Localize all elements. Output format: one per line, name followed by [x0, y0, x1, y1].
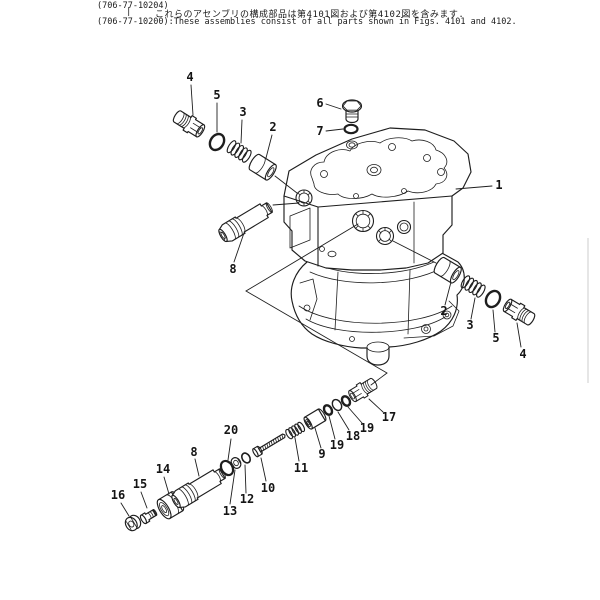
callout-14: 14: [156, 462, 170, 476]
motor-housing-body: [283, 127, 472, 271]
part-plug-17: [348, 377, 378, 403]
threaded-port-left: [295, 189, 313, 207]
leader-lines: [120, 84, 522, 517]
part-oring-5-left: [208, 132, 226, 152]
part-nut-16: [124, 514, 142, 532]
note-japanese: これらのアセンブリの構成部品は第4101図および第4102図を含みます.: [155, 10, 465, 20]
callout-2-right: 2: [440, 304, 447, 318]
callout-10: 10: [261, 481, 275, 495]
callout-19-b: 19: [330, 438, 344, 452]
note-english-line: (706-77-10200):These assemblies consist …: [97, 17, 517, 27]
part-spring-3-left: [226, 140, 252, 163]
shaft-stub: [366, 341, 390, 353]
part-oring-18: [331, 398, 343, 412]
callout-1: 1: [495, 178, 502, 192]
callout-labels: 1 4 5 3 2 6 7 8 2 3 5 4 17 19 18 19 9 11…: [111, 70, 527, 518]
part-plug-4-right: [502, 298, 536, 326]
callout-4-left: 4: [186, 70, 193, 84]
callout-7: 7: [316, 124, 323, 138]
threaded-port-c: [396, 219, 412, 235]
callout-5-right: 5: [492, 331, 499, 345]
motor-lower-case: [290, 245, 465, 366]
callout-13: 13: [223, 504, 237, 518]
serial-number-bottom: (706-77-10200):: [97, 17, 174, 27]
callout-3-left: 3: [239, 105, 246, 119]
serial-range-mark: |: [126, 7, 132, 17]
callout-12: 12: [240, 492, 254, 506]
callout-3-right: 3: [466, 318, 473, 332]
callout-20: 20: [224, 423, 238, 437]
part-nut-13: [230, 457, 242, 469]
threaded-port-b: [375, 226, 395, 246]
callout-4-right: 4: [519, 347, 526, 361]
part-spring-11: [285, 421, 306, 440]
callout-8-bottom: 8: [190, 445, 197, 459]
part-plug-6: [341, 99, 363, 124]
part-oring-7: [343, 123, 359, 135]
part-cap-14: [156, 491, 185, 520]
leader-body-to-valve-chain: [245, 223, 388, 386]
callout-8-left: 8: [229, 262, 236, 276]
part-washer-19-b: [340, 395, 352, 407]
plug-port-top: [346, 140, 358, 150]
callout-2-left: 2: [269, 120, 276, 134]
part-oring-12: [240, 452, 252, 464]
part-screw-15: [139, 509, 158, 525]
threaded-port-a: [351, 209, 375, 233]
part-screw-10: [252, 433, 286, 458]
part-sleeve-2-left: [248, 153, 277, 181]
part-oring-5-right: [484, 289, 502, 309]
callout-15: 15: [133, 477, 147, 491]
callout-17: 17: [382, 410, 396, 424]
note-english: These assemblies consist of all parts sh…: [173, 17, 517, 27]
serial-number-top: (706-77-10204): [97, 1, 169, 11]
callout-18: 18: [346, 429, 360, 443]
callout-5-left: 5: [213, 88, 220, 102]
callout-6: 6: [316, 96, 323, 110]
part-washer-19-a: [322, 404, 334, 416]
part-spring-3-right: [460, 275, 486, 298]
callout-9: 9: [318, 447, 325, 461]
callout-16: 16: [111, 488, 125, 502]
part-valve-8-bottom: [171, 468, 226, 509]
part-plug-4-left: [172, 110, 206, 138]
part-sleeve-9: [303, 408, 327, 430]
gasket-surface-outline: [310, 137, 448, 199]
part-sleeve-2-right: [433, 256, 462, 284]
callout-19-a: 19: [360, 421, 374, 435]
callout-11: 11: [294, 461, 308, 475]
part-valve-8-left: [218, 202, 273, 243]
